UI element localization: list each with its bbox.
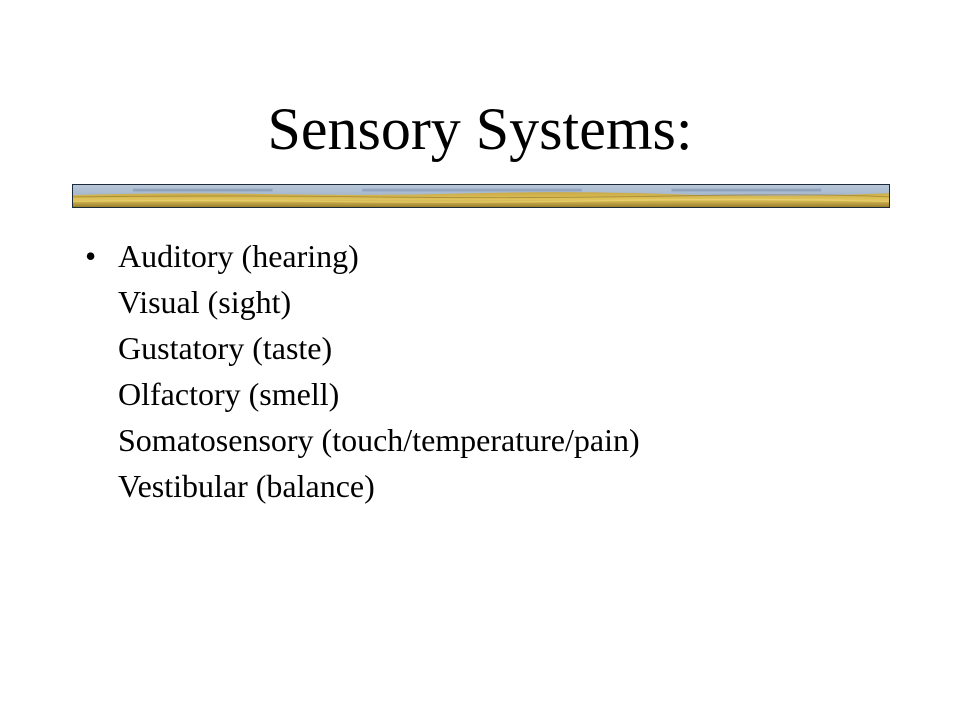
slide-title: Sensory Systems: bbox=[267, 96, 693, 162]
bullet-icon: • bbox=[85, 238, 97, 274]
list-item: Somatosensory (touch/temperature/pain) bbox=[118, 422, 640, 458]
sensory-systems-list: Auditory (hearing) Visual (sight) Gustat… bbox=[118, 233, 640, 509]
banner-graphic bbox=[73, 185, 889, 207]
landscape-banner-image bbox=[72, 184, 890, 208]
list-item: Olfactory (smell) bbox=[118, 376, 340, 412]
list-item: Visual (sight) bbox=[118, 284, 292, 320]
list-item: Vestibular (balance) bbox=[118, 468, 375, 504]
list-item: Auditory (hearing) bbox=[118, 238, 359, 274]
list-item: Gustatory (taste) bbox=[118, 330, 333, 366]
